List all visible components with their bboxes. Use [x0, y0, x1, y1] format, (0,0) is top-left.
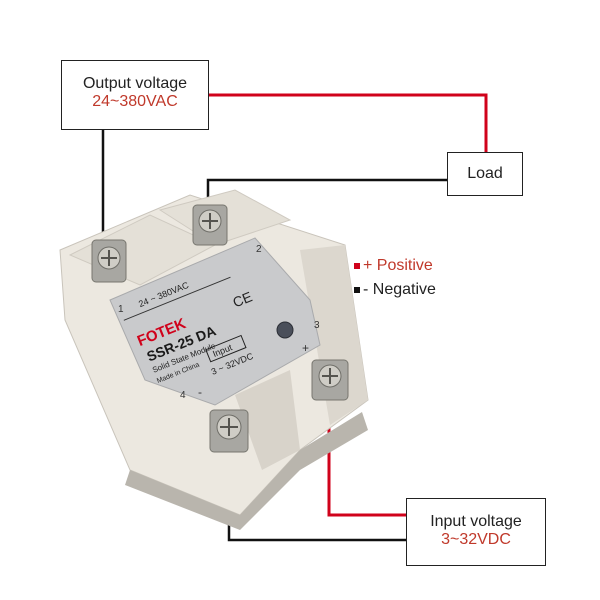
load-box: Load — [447, 152, 523, 196]
solid-state-relay: 24 ~ 380VAC FOTEK SSR-25 DA Solid State … — [59, 189, 369, 530]
output-voltage-value: 24~380VAC — [92, 93, 178, 110]
legend-positive-swatch — [354, 262, 360, 269]
plus-mark: + — [302, 341, 309, 355]
terminal-screw-2 — [192, 204, 228, 246]
wire-output-to-load — [209, 93, 488, 152]
output-voltage-title: Output voltage — [82, 75, 188, 92]
minus-mark: - — [198, 385, 202, 399]
terminal-number-2: 2 — [256, 244, 262, 255]
legend-negative-label: - Negative — [363, 281, 436, 298]
ce-mark: CE — [230, 288, 254, 310]
output-voltage-box: Output voltage 24~380VAC — [61, 60, 209, 130]
terminal-screw-3 — [311, 359, 349, 401]
legend-negative: - Negative — [354, 281, 436, 299]
legend-positive-label: + Positive — [363, 257, 433, 274]
input-voltage-value: 3~32VDC — [441, 531, 511, 548]
terminal-number-4: 4 — [180, 390, 186, 401]
label-plate — [109, 237, 321, 406]
terminal-screw-4 — [209, 409, 249, 453]
terminal-screw-1 — [91, 239, 127, 283]
status-led — [276, 321, 294, 339]
input-voltage-title: Input voltage — [430, 513, 522, 530]
legend-negative-swatch — [354, 286, 360, 293]
terminal-number-3: 3 — [314, 320, 320, 331]
load-label: Load — [467, 165, 503, 182]
terminal-number-1: 1 — [118, 304, 124, 315]
input-voltage-box: Input voltage 3~32VDC — [406, 498, 546, 566]
legend-positive: + Positive — [354, 257, 433, 275]
